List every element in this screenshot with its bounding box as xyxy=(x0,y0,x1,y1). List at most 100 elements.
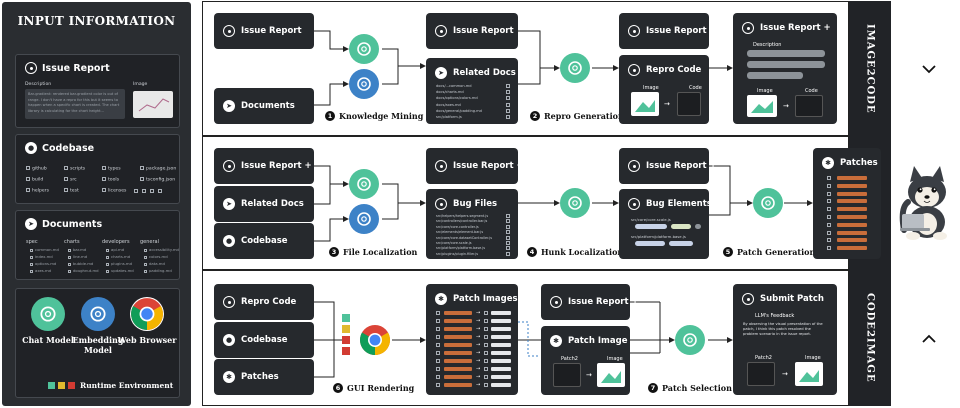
bug-element-file: src/platform/platform.base.js xyxy=(631,234,686,239)
arrow-right-icon: → xyxy=(476,350,481,356)
step-title: Knowledge Mining xyxy=(339,111,424,121)
bug-elements-title: Bug Elements xyxy=(646,199,712,209)
documents-file-name: common.md xyxy=(35,247,59,252)
code2image-band: CODE2IMAGE xyxy=(849,270,891,406)
expand-chevron-up-icon[interactable] xyxy=(918,332,940,346)
patch-entry xyxy=(444,319,472,323)
file-icon xyxy=(106,269,109,273)
arrow-right-icon: → xyxy=(476,310,481,316)
repro-code-label: Repro Code xyxy=(241,297,297,307)
patch-entry xyxy=(837,207,867,212)
issue-icon xyxy=(25,62,37,74)
hunk-tag xyxy=(635,241,665,246)
documents-file-item: data.md xyxy=(144,261,165,266)
patch-entry xyxy=(837,183,867,188)
bug-file-checkbox xyxy=(506,224,510,229)
patches-title: Patches xyxy=(840,158,878,168)
patch-image-title: Patch Image xyxy=(568,336,628,346)
chat-model-openai-icon xyxy=(349,169,379,199)
documents-file-item: index.md xyxy=(30,254,53,259)
bug-file-item: src/controllers/controller.bar.js xyxy=(436,219,488,224)
codebase-file-item: tools xyxy=(102,177,119,183)
bug-file-checkbox xyxy=(506,235,510,240)
documents-file-item: line.md xyxy=(68,254,87,259)
image-label: Image xyxy=(805,355,821,361)
rendered-image-entry xyxy=(491,375,511,379)
rendered-image-entry xyxy=(491,319,511,323)
bug-file-item: src/core/core.datasetController.js xyxy=(436,235,492,240)
image-icon xyxy=(484,359,488,363)
image-thumbnail xyxy=(795,362,823,386)
file-icon xyxy=(68,255,71,259)
husky-mascot-with-laptop xyxy=(898,164,956,242)
patch-checkbox xyxy=(827,191,831,196)
documents-file-item: bubble.md xyxy=(68,261,93,266)
documents-file-name: line.md xyxy=(73,254,88,259)
stage1-documents-label: Documents xyxy=(241,101,295,111)
bug-elements-box: Bug Elements src/core/core.scale.js src/… xyxy=(619,189,712,259)
documents-file-item: axes.md xyxy=(30,268,51,273)
codebase-file-name: package.json xyxy=(146,166,177,172)
rendered-image-entry xyxy=(491,311,511,315)
related-docs-label: Related Docs xyxy=(241,199,304,209)
code-thumbnail xyxy=(677,92,701,116)
patch-entry xyxy=(444,343,472,347)
patch-thumbnail xyxy=(553,363,581,387)
description-line xyxy=(747,72,803,79)
file-icon xyxy=(106,255,109,259)
codebase-file-name: tools xyxy=(108,177,120,183)
step-number: 1 xyxy=(325,111,335,121)
documents-heading: ➤ Documents xyxy=(25,218,102,230)
java-icon xyxy=(342,336,350,344)
rendered-image-entry xyxy=(491,367,511,371)
arrow-right-icon: → xyxy=(476,366,481,372)
issue-icon xyxy=(628,25,640,37)
documents-file-item: charts.md xyxy=(106,254,130,259)
documents-file-name: plugins.md xyxy=(111,261,133,266)
image-label: Image xyxy=(607,356,623,362)
patch-entry xyxy=(444,359,472,363)
github-icon: ● xyxy=(223,235,235,247)
hunk-tag xyxy=(635,224,667,229)
folder-icon xyxy=(64,166,68,170)
image-icon xyxy=(484,311,488,315)
submit-patch-title: Submit Patch xyxy=(760,294,824,304)
image-icon xyxy=(484,335,488,339)
file-icon xyxy=(142,189,146,193)
embedding-model-openai-icon xyxy=(349,204,379,234)
documents-file-name: charts.md xyxy=(111,254,131,259)
python-icon xyxy=(58,382,65,389)
patch-entry xyxy=(837,246,867,251)
chrome-icon xyxy=(130,297,164,331)
java-icon xyxy=(68,382,75,389)
chat-model-openai-icon xyxy=(349,34,379,64)
documents-file-item: updates.md xyxy=(106,268,134,273)
file-icon xyxy=(68,269,71,273)
patch-checkbox xyxy=(436,351,440,355)
step-title: Patch Generation xyxy=(737,247,816,257)
documents-icon: ➤ xyxy=(435,67,447,79)
step-number: 6 xyxy=(333,383,343,393)
issue-report-label: Issue Report xyxy=(646,26,707,36)
collapse-up-chevron-icon[interactable] xyxy=(918,62,940,76)
issue-icon xyxy=(435,25,447,37)
issue-icon xyxy=(742,22,754,34)
image-thumbnail xyxy=(747,95,777,117)
file-icon xyxy=(30,262,33,266)
patch-checkbox xyxy=(827,215,831,219)
related-docs-title: Related Docs xyxy=(453,68,516,78)
github-icon: ● xyxy=(25,142,37,154)
bug-file-checkbox xyxy=(506,241,510,245)
image2code-label: IMAGE2CODE xyxy=(864,23,876,114)
documents-title: Documents xyxy=(42,218,103,230)
patch-entry xyxy=(444,335,472,339)
patch-entry xyxy=(444,327,472,331)
folder-icon xyxy=(102,166,106,170)
stage3-patches-box: ✱Patches xyxy=(214,359,314,395)
bug-file-checkbox xyxy=(506,230,510,235)
documents-icon: ➤ xyxy=(25,218,37,230)
patch-entry xyxy=(837,199,867,204)
patch-checkbox xyxy=(827,238,831,243)
